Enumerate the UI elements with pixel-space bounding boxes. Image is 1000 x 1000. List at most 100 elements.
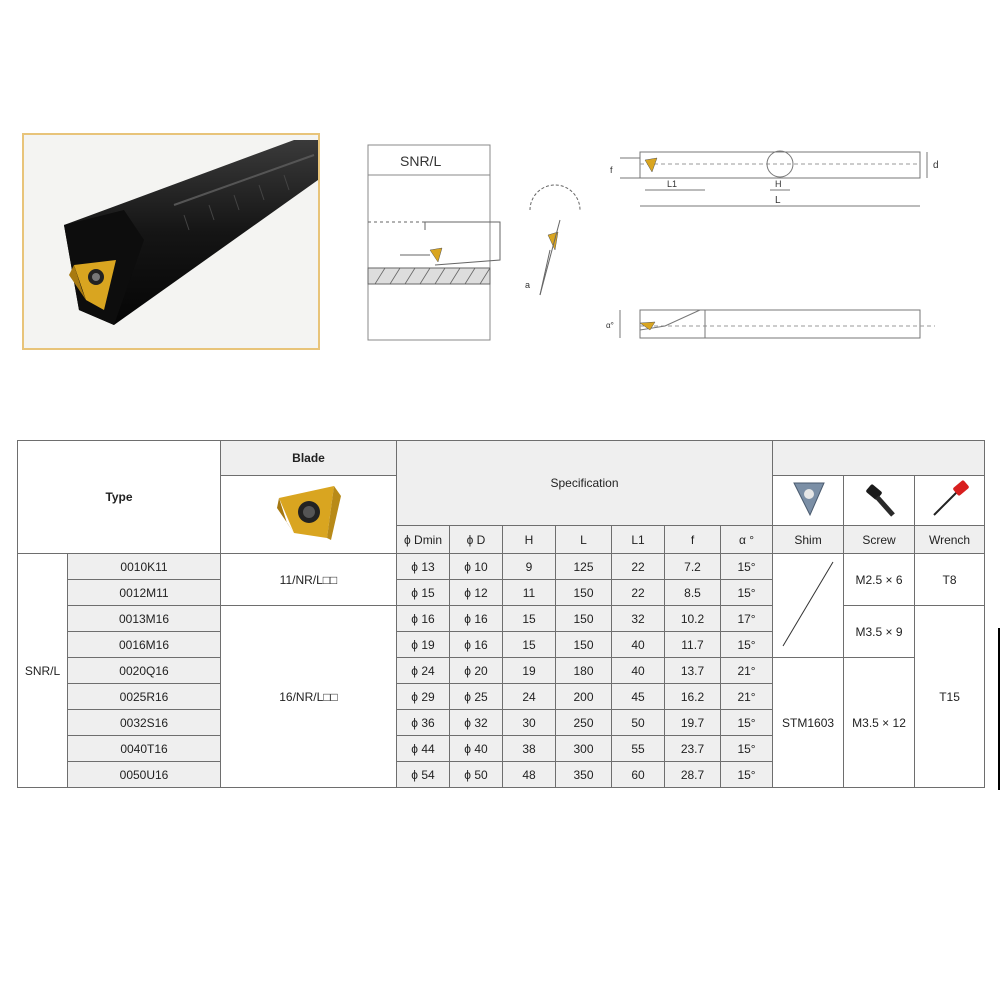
col-l: L: [555, 525, 612, 554]
col-f: f: [664, 525, 721, 554]
h-cell: 15: [502, 631, 556, 658]
col-alpha: α °: [719, 525, 774, 554]
col-h: H: [502, 525, 556, 554]
screw-icon: [866, 484, 895, 517]
blade-header: Blade: [220, 440, 397, 476]
thread-insert-icon: [69, 260, 116, 310]
table-row: SNR/L 0010K11 11/NR/L□□ ϕ 13 ϕ 10 9 125 …: [17, 553, 986, 788]
wrench-image: [914, 475, 986, 526]
l1-cell: 22: [611, 553, 665, 580]
l1-cell: 55: [611, 735, 665, 762]
h-cell: 15: [502, 605, 556, 632]
table-row: 0050U16 ϕ 54 ϕ 50 48 350 60 28.7 15°: [18, 761, 985, 788]
wrench-cell: T15: [914, 605, 986, 788]
type-cell: 0010K11: [67, 553, 221, 580]
table-row: 0032S16 ϕ 36 ϕ 32 30 250 50 19.7 15°: [18, 709, 985, 736]
table-row: 0012M11 ϕ 15 ϕ 12 11 150 22 8.5 15°: [18, 579, 985, 606]
wrench-cell: T8: [914, 553, 986, 606]
l-cell: 300: [555, 735, 612, 762]
table-row: 0016M16 ϕ 19 ϕ 16 15 150 40 11.7 15°: [18, 631, 985, 658]
blade-cell: 11/NR/L□□: [220, 553, 397, 606]
table-row: 0020Q16 ϕ 24 ϕ 20 19 180 40 13.7 21° STM…: [18, 657, 985, 788]
dmin-cell: ϕ 24: [396, 657, 450, 684]
alpha-cell: 21°: [719, 657, 774, 684]
shim-header: Shim: [772, 525, 845, 554]
dim-h-label: H: [775, 179, 782, 189]
l1-cell: 50: [611, 709, 665, 736]
dim-l-label: L: [775, 195, 781, 206]
l-cell: 150: [555, 579, 612, 606]
dim-f-label: f: [610, 165, 613, 175]
type-cell: 0025R16: [67, 683, 221, 710]
f-cell: 7.2: [664, 553, 721, 580]
shim-icon: [793, 482, 825, 517]
thread-insert-icon: [276, 486, 341, 540]
type-header: Type: [17, 440, 221, 554]
f-cell: 23.7: [664, 735, 721, 762]
h-cell: 30: [502, 709, 556, 736]
d-cell: ϕ 32: [449, 709, 503, 736]
d-cell: ϕ 16: [449, 605, 503, 632]
screw-image: [843, 475, 916, 526]
snr-diagram-label: SNR/L: [400, 153, 441, 169]
angle-label: a: [525, 280, 530, 290]
col-l1: L1: [611, 525, 665, 554]
edge-bar: [998, 628, 1000, 790]
l-cell: 180: [555, 657, 612, 684]
wrench-icon: [932, 480, 969, 516]
d-cell: ϕ 10: [449, 553, 503, 580]
h-cell: 38: [502, 735, 556, 762]
blade-image: [220, 475, 397, 554]
f-cell: 10.2: [664, 605, 721, 632]
dmin-cell: ϕ 44: [396, 735, 450, 762]
dim-d-label: d: [933, 160, 939, 171]
alpha-cell: 15°: [719, 709, 774, 736]
f-cell: 13.7: [664, 657, 721, 684]
shim-image: [772, 475, 845, 526]
dmin-cell: ϕ 15: [396, 579, 450, 606]
tool-holder-photo: [22, 133, 320, 350]
l-cell: 150: [555, 631, 612, 658]
table-row: 0013M16 16/NR/L□□ ϕ 16 ϕ 16 15 150 32 10…: [18, 605, 986, 788]
l1-cell: 40: [611, 631, 665, 658]
l-cell: 150: [555, 605, 612, 632]
alpha-cell: 15°: [719, 553, 774, 580]
type-cell: 0032S16: [67, 709, 221, 736]
f-cell: 28.7: [664, 761, 721, 788]
dmin-cell: ϕ 36: [396, 709, 450, 736]
f-cell: 11.7: [664, 631, 721, 658]
d-cell: ϕ 20: [449, 657, 503, 684]
f-cell: 16.2: [664, 683, 721, 710]
l1-cell: 40: [611, 657, 665, 684]
series-cell: SNR/L: [17, 553, 68, 788]
shim-cell: STM1603: [772, 657, 845, 788]
dmin-cell: ϕ 54: [396, 761, 450, 788]
blade-cell: 16/NR/L□□: [220, 605, 397, 788]
screw-cell: M2.5 × 6: [843, 553, 916, 606]
alpha-cell: 15°: [719, 631, 774, 658]
dmin-cell: ϕ 13: [396, 553, 450, 580]
dim-alpha-label: α°: [606, 321, 614, 330]
d-cell: ϕ 12: [449, 579, 503, 606]
spec-table: Type Blade Specification: [17, 440, 986, 788]
h-cell: 48: [502, 761, 556, 788]
h-cell: 11: [502, 579, 556, 606]
l1-cell: 45: [611, 683, 665, 710]
h-cell: 19: [502, 657, 556, 684]
f-cell: 8.5: [664, 579, 721, 606]
dimension-diagram: f d L1 H L α°: [605, 130, 965, 350]
type-cell: 0016M16: [67, 631, 221, 658]
l-cell: 250: [555, 709, 612, 736]
type-cell: 0040T16: [67, 735, 221, 762]
alpha-cell: 17°: [719, 605, 774, 632]
type-cell: 0020Q16: [67, 657, 221, 684]
l1-cell: 22: [611, 579, 665, 606]
alpha-cell: 15°: [719, 579, 774, 606]
alpha-cell: 21°: [719, 683, 774, 710]
l-cell: 200: [555, 683, 612, 710]
l-cell: 350: [555, 761, 612, 788]
h-cell: 9: [502, 553, 556, 580]
col-dmin: ϕ Dmin: [396, 525, 450, 554]
alpha-cell: 15°: [719, 761, 774, 788]
dmin-cell: ϕ 16: [396, 605, 450, 632]
